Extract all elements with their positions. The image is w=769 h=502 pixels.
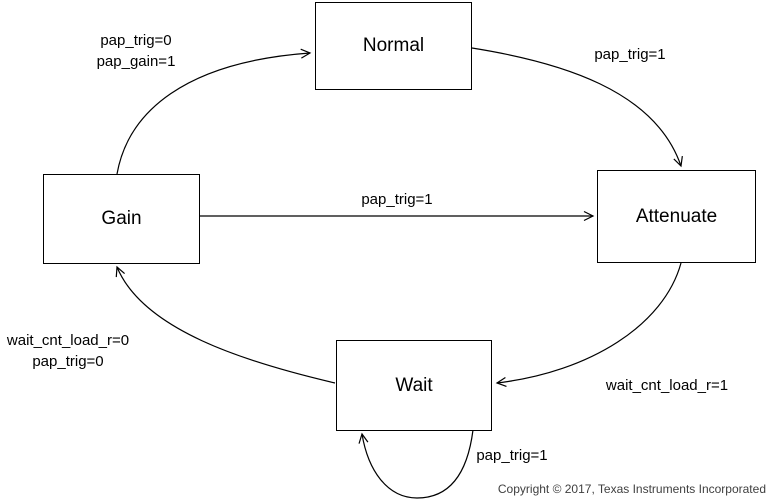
state-wait-label: Wait [395, 374, 433, 396]
state-normal: Normal [315, 2, 472, 90]
state-gain: Gain [43, 174, 200, 264]
edge-wait-self-loop [358, 429, 474, 499]
label-attenuate-to-wait: wait_cnt_load_r=1 [605, 377, 729, 394]
state-gain-label: Gain [101, 208, 142, 229]
label-gain-to-normal: pap_trig=0 pap_gain=1 [96, 32, 176, 70]
label-wait-self-loop: pap_trig=1 [476, 447, 548, 464]
state-attenuate: Attenuate [597, 170, 756, 263]
state-wait: Wait [336, 340, 492, 431]
copyright-notice: Copyright © 2017, Texas Instruments Inco… [497, 482, 766, 496]
edge-gain-to-normal [116, 48, 312, 175]
edge-attenuate-to-wait [495, 262, 682, 387]
label-wait-to-gain: wait_cnt_load_r=0 pap_trig=0 [6, 332, 130, 370]
label-gain-to-attenuate: pap_trig=1 [361, 191, 433, 208]
state-normal-label: Normal [362, 35, 425, 56]
state-attenuate-label: Attenuate [635, 205, 718, 227]
edge-wait-to-gain [115, 265, 336, 384]
label-normal-to-attenuate: pap_trig=1 [594, 46, 666, 63]
edge-normal-to-attenuate [471, 47, 683, 168]
